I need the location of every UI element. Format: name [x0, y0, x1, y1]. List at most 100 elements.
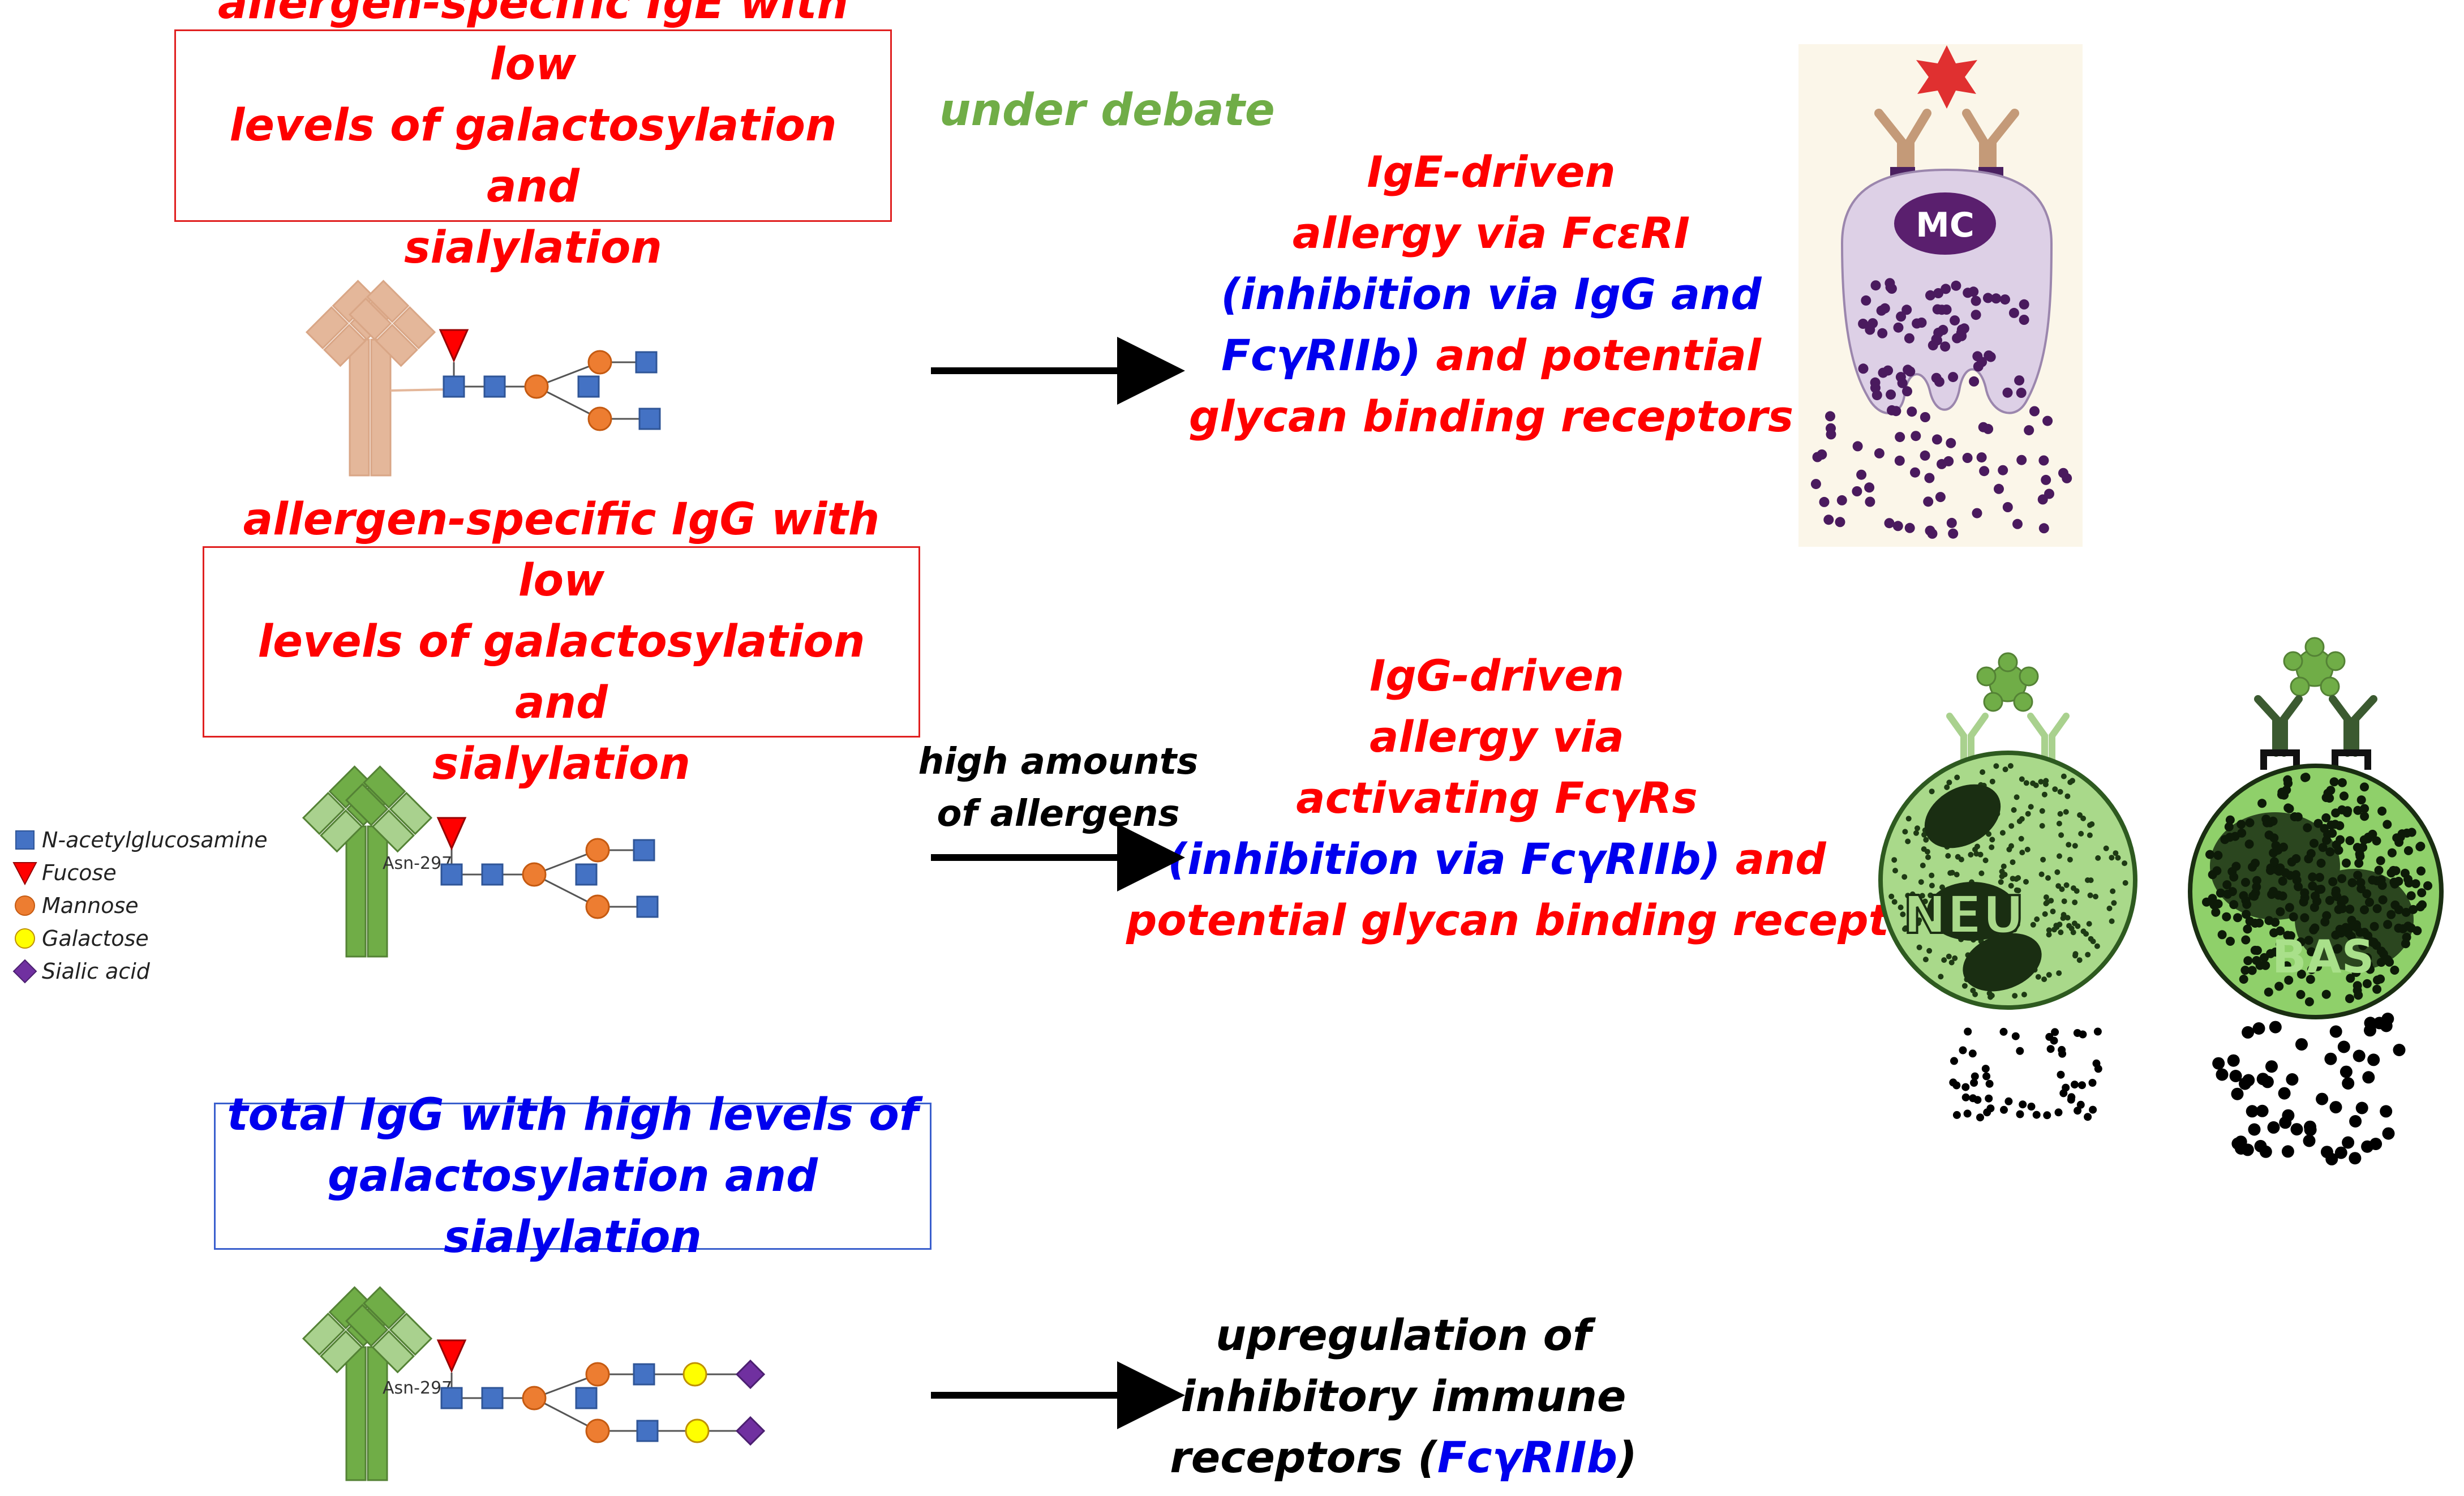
- granule: [2333, 944, 2343, 953]
- granule: [2252, 956, 2261, 965]
- granule: [2038, 871, 2045, 877]
- granule: [2018, 835, 2024, 842]
- granule: [2041, 791, 2047, 798]
- released-granule: [2037, 494, 2048, 505]
- granule: [2339, 895, 2349, 905]
- granule: [2077, 812, 2083, 818]
- granule: [2224, 822, 2234, 831]
- granule: [2233, 913, 2242, 923]
- granule: [1893, 322, 1904, 333]
- granule: [1937, 305, 1947, 315]
- basophil-granules: [2202, 773, 2432, 1006]
- granule: [2325, 895, 2334, 905]
- mast-cell-nucleus: [1894, 192, 1996, 255]
- released-granule: [2252, 1022, 2265, 1035]
- legend-label-mannose: Mannose: [42, 893, 139, 918]
- granule: [2285, 903, 2294, 912]
- granule: [1944, 784, 1950, 790]
- granule: [2011, 807, 2017, 813]
- granule: [1877, 328, 1888, 338]
- total-igg-description-box: total IgG with high levels of galactosyl…: [214, 1090, 931, 1263]
- released-granule: [1836, 495, 1847, 505]
- released-granule: [1826, 429, 1836, 440]
- released-granule: [2393, 1044, 2406, 1056]
- granule: [1902, 829, 1908, 835]
- released-granule: [2051, 1028, 2059, 1036]
- granule: [2270, 918, 2280, 927]
- igg-description-box: allergen-specific IgG with low levels of…: [203, 494, 920, 790]
- granule: [1902, 386, 1912, 397]
- granule: [2052, 786, 2058, 792]
- released-granule: [2324, 1052, 2337, 1065]
- released-granule: [2067, 1093, 2076, 1101]
- granule: [2057, 788, 2063, 795]
- granule: [1886, 389, 1896, 400]
- outcome-total-line-3-b: FcγRIIb: [1437, 1432, 1617, 1482]
- granule: [1938, 974, 1944, 980]
- released-granule: [2362, 1071, 2375, 1084]
- granule: [2307, 965, 2316, 974]
- granule: [1961, 983, 1968, 989]
- basophil-released-granules: [2212, 1013, 2406, 1165]
- released-granule: [2256, 1104, 2269, 1117]
- granule: [2239, 975, 2248, 984]
- granule: [1905, 838, 1911, 845]
- released-granule: [1946, 517, 1957, 528]
- granule: [2345, 905, 2355, 914]
- granule: [2308, 872, 2317, 882]
- released-granule: [1892, 521, 1903, 531]
- granule: [2019, 315, 2029, 325]
- released-granule: [2353, 1049, 2366, 1062]
- granule: [2376, 974, 2385, 984]
- granule: [2264, 987, 2273, 997]
- granule: [1980, 769, 1986, 775]
- granule: [2394, 877, 2403, 886]
- granule: [1920, 863, 1926, 868]
- granule: [1879, 303, 1890, 314]
- released-granule: [2019, 1100, 2027, 1109]
- released-granule: [1962, 453, 1973, 463]
- granule: [2109, 855, 2115, 861]
- granule: [1858, 363, 1869, 374]
- granule: [1903, 365, 1913, 375]
- released-granule: [1948, 528, 1959, 539]
- granule: [1861, 295, 1871, 306]
- outcome-ige-line-4-red: and potential: [1420, 330, 1761, 380]
- igg-glycan-icon: [436, 817, 659, 919]
- granule: [1938, 324, 1948, 335]
- outcome-ige-line-4: FcγRIIb) and potential: [1177, 325, 1805, 386]
- granule: [2213, 851, 2223, 860]
- released-granule: [2084, 1113, 2092, 1121]
- allergen-amount-line-1: high amounts: [918, 741, 1199, 783]
- granule: [1888, 893, 1895, 899]
- igg-antibody-icon: [302, 765, 433, 958]
- granule: [2321, 989, 2331, 999]
- granule: [2383, 920, 2393, 929]
- granule: [1971, 295, 1981, 306]
- granule: [2247, 966, 2257, 975]
- released-granule: [1998, 465, 2008, 475]
- granule: [2274, 981, 2284, 991]
- granule: [2346, 974, 2355, 983]
- granule: [1946, 953, 1952, 959]
- outcome-igg-line-4-blue: (inhibition via FcγRIIb): [1167, 834, 1721, 884]
- granule: [2270, 948, 2280, 957]
- released-granule: [2045, 1032, 2054, 1041]
- outcome-ige-line-2: allergy via FcεRI: [1292, 208, 1690, 258]
- granule: [2406, 923, 2416, 933]
- granule: [2353, 843, 2362, 852]
- granule: [2329, 777, 2339, 787]
- granule: [2046, 972, 2052, 978]
- released-granule: [1946, 438, 1956, 448]
- igg-box-line-1: allergen-specific IgG with low: [243, 494, 880, 606]
- granule: [2306, 975, 2315, 984]
- total-igg-glycan-icon: [436, 1339, 766, 1446]
- released-granule: [2229, 1070, 2242, 1082]
- granule: [2010, 859, 2016, 865]
- outcome-total-text: upregulation of inhibitory immune recept…: [1149, 1305, 1658, 1488]
- granule: [2008, 823, 2015, 829]
- granule: [2064, 793, 2071, 799]
- granule: [2377, 807, 2387, 816]
- granule: [2076, 957, 2083, 963]
